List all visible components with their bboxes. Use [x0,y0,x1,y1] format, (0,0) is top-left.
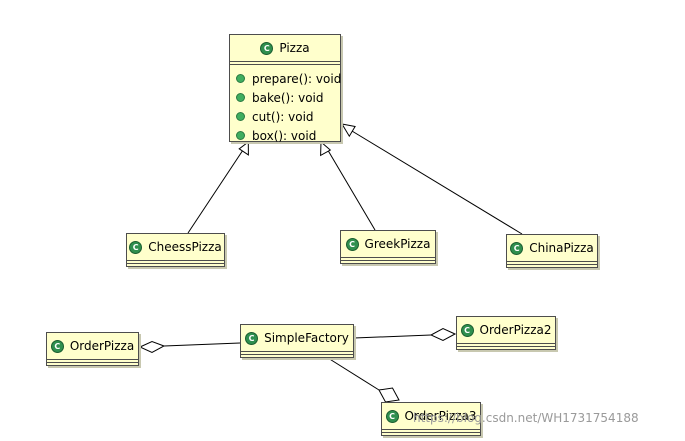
class-pizza-header: C Pizza [230,35,340,61]
class-header: C SimpleFactory [241,325,353,351]
methods-compartment: prepare(): void bake(): void cut(): void… [230,64,342,147]
class-header: C CheessPizza [127,234,224,260]
class-name: OrderPizza2 [479,323,552,337]
methods-compartment [507,264,597,265]
class-order-pizza2[interactable]: C OrderPizza2 [456,316,556,350]
methods-compartment [127,263,224,264]
attributes-compartment [47,359,138,362]
class-pizza-name: Pizza [279,41,310,55]
attributes-compartment [507,261,597,264]
class-header: C GreekPizza [341,231,435,257]
method-prepare[interactable]: prepare(): void [236,69,342,88]
class-icon: C [50,339,64,353]
attributes-compartment [382,429,480,432]
method-label: box(): void [252,128,317,143]
class-pizza[interactable]: C Pizza prepare(): void bake(): void cut… [229,34,341,143]
class-cheess-pizza[interactable]: C CheessPizza [126,233,225,267]
class-header: C ChinaPizza [507,235,597,261]
methods-compartment [47,362,138,363]
class-header: C OrderPizza2 [457,317,555,343]
class-header: C OrderPizza3 [382,403,480,429]
class-greek-pizza[interactable]: C GreekPizza [340,230,436,264]
method-cut[interactable]: cut(): void [236,107,340,126]
attributes-compartment [230,61,340,64]
class-icon: C [345,237,359,251]
watermark-text: https://blog.csdn.net/WH1731754188 [413,411,639,425]
methods-compartment [241,354,353,355]
class-name: OrderPizza [69,339,135,353]
class-icon: C [260,41,274,55]
class-name: GreekPizza [364,237,431,251]
public-method-icon [236,131,245,140]
generalization-china-to-pizza [340,123,523,235]
method-label: cut(): void [252,109,314,124]
class-simple-factory[interactable]: C SimpleFactory [240,324,354,358]
method-label: bake(): void [252,90,324,105]
class-order-pizza[interactable]: C OrderPizza [46,332,139,366]
aggregation-orderpizza-simplefactory [138,340,241,354]
class-name: SimpleFactory [264,331,349,345]
class-icon: C [460,323,474,337]
public-method-icon [236,112,245,121]
attributes-compartment [457,343,555,346]
class-name: OrderPizza3 [404,409,477,423]
attributes-compartment [241,351,353,354]
public-method-icon [236,74,245,83]
method-label: prepare(): void [252,71,342,86]
aggregation-orderpizza3-simplefactory [327,357,400,403]
aggregation-orderpizza2-simplefactory [353,327,457,342]
class-name: ChinaPizza [529,241,594,255]
class-header: C OrderPizza [47,333,138,359]
public-method-icon [236,93,245,102]
method-box[interactable]: box(): void [236,126,340,145]
methods-compartment [341,260,435,261]
class-order-pizza3[interactable]: C OrderPizza3 [381,402,481,436]
class-name: CheessPizza [148,240,222,254]
class-china-pizza[interactable]: C ChinaPizza [506,234,598,268]
attributes-compartment [127,260,224,263]
class-icon: C [245,331,259,345]
class-icon: C [129,240,143,254]
attributes-compartment [341,257,435,260]
method-bake[interactable]: bake(): void [236,88,340,107]
methods-compartment [457,346,555,347]
class-icon: C [385,409,399,423]
class-icon: C [510,241,524,255]
generalization-greek-to-pizza [320,140,376,231]
generalization-cheess-to-pizza [187,141,249,234]
methods-compartment [382,432,480,433]
